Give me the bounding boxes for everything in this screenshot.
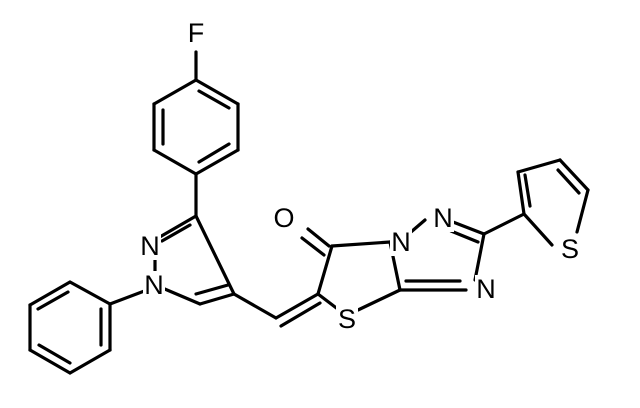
atom-pyrazole-n2-label: N bbox=[140, 231, 160, 261]
triazole-ring bbox=[398, 218, 486, 292]
atom-triazole-n1-label: N bbox=[391, 227, 411, 257]
atom-pyrazole-n2: N bbox=[139, 231, 161, 261]
bond-n-phenyl bbox=[108, 288, 149, 306]
atom-thiophene-sulfur: S bbox=[559, 234, 581, 264]
fluorophenyl-ring bbox=[152, 50, 240, 176]
atom-triazole-n4: N bbox=[475, 274, 497, 304]
atom-triazole-n1: N bbox=[390, 227, 412, 257]
pyrazole-ring bbox=[153, 214, 236, 306]
atom-pyrazole-n1-label: N bbox=[144, 270, 164, 300]
phenyl-ring bbox=[28, 280, 149, 375]
atom-thiazole-sulfur: S bbox=[336, 304, 358, 334]
atom-fluorine: F bbox=[185, 18, 207, 48]
atom-thiazole-sulfur-label: S bbox=[338, 304, 356, 334]
atom-triazole-n4-label: N bbox=[476, 274, 496, 304]
atom-oxygen: O bbox=[273, 203, 295, 233]
atom-pyrazole-n1: N bbox=[143, 270, 165, 300]
atom-oxygen-label: O bbox=[273, 203, 294, 233]
atom-thiophene-sulfur-label: S bbox=[561, 234, 579, 264]
methylidene-bridge bbox=[232, 292, 322, 328]
atom-triazole-n2-label: N bbox=[433, 203, 453, 233]
atom-fluorine-label: F bbox=[188, 18, 205, 48]
thiazolone-ring bbox=[300, 227, 402, 312]
thiophene-ring bbox=[482, 158, 590, 247]
atom-triazole-n2: N bbox=[432, 203, 454, 233]
